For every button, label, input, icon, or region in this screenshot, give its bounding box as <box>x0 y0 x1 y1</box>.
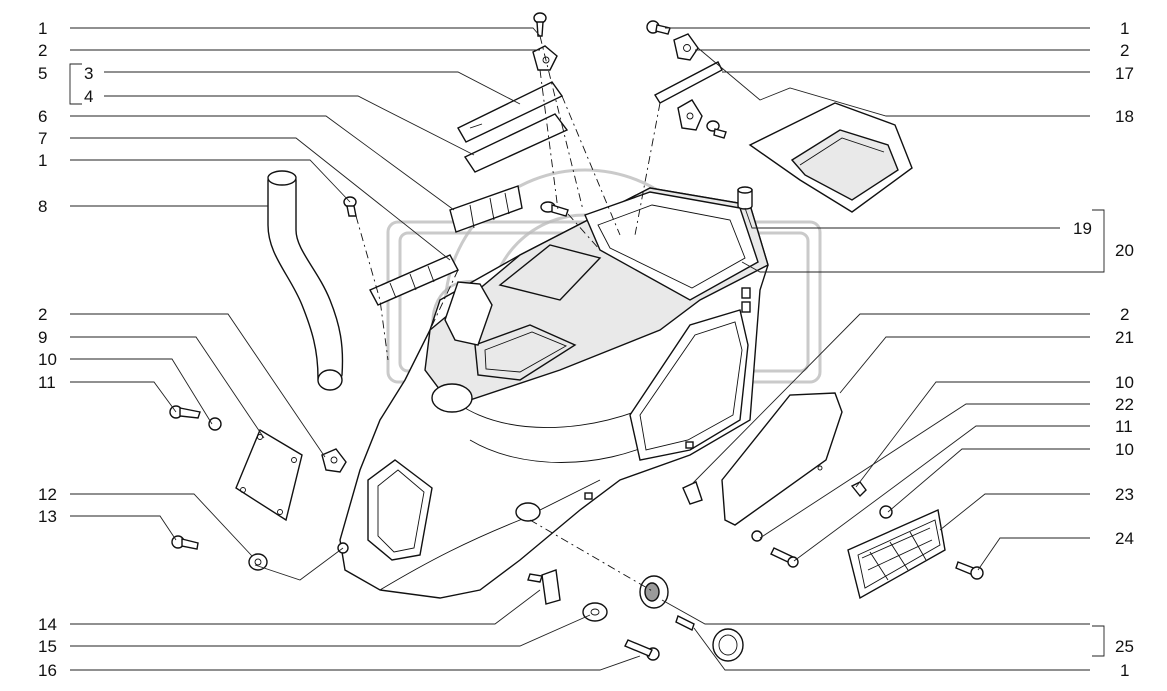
part-washer-10-right <box>751 505 893 542</box>
callout-10: 10 <box>38 350 57 369</box>
leader-lines <box>69 27 1105 671</box>
callout-14: 14 <box>38 615 57 634</box>
callout-r2: 2 <box>1120 41 1129 60</box>
part-strip-17 <box>654 61 723 104</box>
callout-3: 3 <box>84 64 93 83</box>
console-housing <box>339 187 769 599</box>
callout-11: 11 <box>38 373 56 392</box>
callout-r2-second: 2 <box>1120 305 1129 324</box>
callout-15: 15 <box>38 637 57 656</box>
callout-12: 12 <box>38 485 57 504</box>
callout-5: 5 <box>38 64 47 83</box>
part-screw-1-top <box>533 12 547 37</box>
part-grille-23 <box>847 508 946 600</box>
callout-r22: 22 <box>1115 395 1134 414</box>
part-bracket-14 <box>527 569 561 605</box>
part-screw-1-left <box>343 196 357 217</box>
callout-6: 6 <box>38 107 47 126</box>
part-nut-22 <box>850 481 867 498</box>
part-lid-18 <box>748 102 913 213</box>
callout-r1: 1 <box>1120 19 1129 38</box>
part-screw-11-left <box>169 405 201 419</box>
callout-9: 9 <box>38 328 47 347</box>
part-washer-10-left <box>208 417 222 431</box>
part-screw-1-right <box>646 20 671 35</box>
part-cap-19 <box>737 186 753 210</box>
part-screw-16 <box>624 639 660 661</box>
callout-1: 1 <box>38 19 47 38</box>
part-screw-11-right <box>770 547 799 568</box>
callout-7: 7 <box>38 129 47 148</box>
callout-r10: 10 <box>1115 373 1134 392</box>
callouts-right: 1 2 17 18 19 20 2 21 10 22 11 10 23 24 2… <box>1073 19 1134 680</box>
callout-r1-second: 1 <box>1120 661 1129 680</box>
callout-4: 4 <box>84 87 93 106</box>
part-clip-2-right <box>673 33 699 61</box>
callout-r20: 20 <box>1115 241 1134 260</box>
callout-2-second: 2 <box>38 305 47 324</box>
part-clip-lower-right <box>677 99 727 139</box>
part-duct-8 <box>267 170 344 391</box>
part-washer-12 <box>248 553 268 571</box>
part-grille-6 <box>449 185 523 233</box>
part-plate-4 <box>463 113 569 173</box>
callout-r10-second: 10 <box>1115 440 1134 459</box>
part-bracket-2-left <box>321 448 347 473</box>
callout-r19: 19 <box>1073 219 1092 238</box>
part-screw-13 <box>171 535 199 550</box>
part-cover-21 <box>721 392 843 526</box>
callout-8: 8 <box>38 197 47 216</box>
callouts-left: 1 2 5 3 4 6 7 1 8 2 9 10 11 12 13 14 15 … <box>38 19 93 680</box>
part-bracket-2-right <box>682 481 703 505</box>
callout-r25: 25 <box>1115 637 1134 656</box>
callout-r24: 24 <box>1115 529 1134 548</box>
callout-r18: 18 <box>1115 107 1134 126</box>
callout-16: 16 <box>38 661 57 680</box>
callout-r21: 21 <box>1115 328 1134 347</box>
callout-r23: 23 <box>1115 485 1134 504</box>
part-screw-24 <box>955 561 984 580</box>
callout-2: 2 <box>38 41 47 60</box>
callout-r17: 17 <box>1115 64 1134 83</box>
callout-13: 13 <box>38 507 57 526</box>
part-socket-25 <box>639 575 744 662</box>
callout-1-second: 1 <box>38 151 47 170</box>
callout-r11: 11 <box>1115 417 1133 436</box>
part-washer-15 <box>582 602 608 622</box>
assembly-paths <box>355 35 661 593</box>
part-cover-9 <box>235 428 303 522</box>
part-screw-mid <box>540 201 569 217</box>
